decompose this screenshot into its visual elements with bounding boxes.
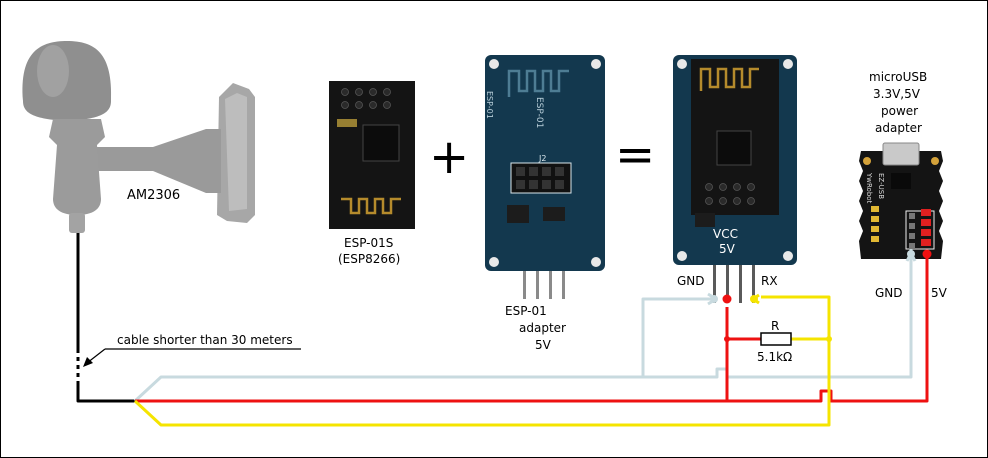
adapter-silk-j2: J2 bbox=[538, 154, 546, 163]
power-adapter: microUSB 3.3V,5V power adapter EZ-USB Yw… bbox=[859, 70, 948, 300]
adapter-pin bbox=[536, 263, 539, 299]
wire-gnd-main bbox=[133, 249, 913, 403]
psu-silk-board: EZ-USB bbox=[877, 173, 885, 199]
assembled-chip bbox=[716, 130, 752, 166]
sensor-label: AM2306 bbox=[127, 188, 180, 203]
psu-dot-gnd bbox=[907, 250, 915, 258]
junction-5v bbox=[724, 336, 730, 342]
esp01s-smd-parts bbox=[337, 119, 357, 127]
pin-dot-gnd bbox=[710, 295, 718, 303]
psu-pad bbox=[931, 157, 939, 165]
psu-label-3: power bbox=[881, 104, 918, 118]
pin-dot-vcc bbox=[722, 294, 732, 304]
assembled-pin-rx bbox=[752, 263, 755, 303]
equals-sign: = bbox=[615, 127, 655, 183]
wiring bbox=[76, 233, 929, 427]
psu-regulator bbox=[891, 173, 911, 189]
adapter-pin bbox=[549, 263, 552, 299]
psu-label-4: adapter bbox=[875, 121, 922, 135]
adapter-ic bbox=[543, 207, 565, 221]
psu-pin-header-left bbox=[871, 206, 879, 242]
mount-hole bbox=[591, 59, 601, 69]
plus-sign: + bbox=[429, 129, 469, 185]
psu-label-2: 3.3V,5V bbox=[873, 87, 921, 101]
esp01s-antenna-trace bbox=[341, 197, 401, 215]
mount-hole bbox=[783, 251, 793, 261]
module-label-2: (ESP8266) bbox=[338, 252, 400, 266]
mount-hole bbox=[489, 59, 499, 69]
pin-5v-label: 5V bbox=[719, 242, 736, 256]
sensor-probe-highlight bbox=[37, 45, 69, 97]
sensor-bracket-face bbox=[225, 93, 247, 211]
module-label-1: ESP-01S bbox=[344, 236, 393, 250]
assembled-top-pins bbox=[705, 183, 755, 205]
assembled-pin-io bbox=[739, 263, 742, 303]
resistor-symbol bbox=[760, 332, 792, 346]
wire-data-main bbox=[133, 295, 831, 427]
am2306-sensor: AM2306 bbox=[22, 41, 255, 233]
psu-dot-5v bbox=[922, 249, 932, 259]
pin-rx-label: RX bbox=[761, 274, 778, 288]
sensor-cable-gland bbox=[69, 213, 85, 233]
wire-5v-main bbox=[135, 257, 929, 403]
mount-hole bbox=[489, 257, 499, 267]
mount-hole bbox=[677, 59, 687, 69]
junction-data bbox=[826, 336, 832, 342]
esp01s-module: ESP-01S (ESP8266) bbox=[329, 81, 415, 266]
pin-vcc-label: VCC bbox=[713, 227, 738, 241]
psu-label-1: microUSB bbox=[869, 70, 927, 84]
assembled-pin-vcc bbox=[726, 263, 729, 303]
adapter-pin bbox=[523, 263, 526, 299]
wire-sensor-cable-bottom bbox=[76, 381, 135, 403]
sensor-bracket-arm bbox=[91, 129, 221, 193]
mount-hole bbox=[677, 251, 687, 261]
adapter-socket-holes bbox=[516, 167, 564, 189]
resistor-value-label: 5.1kΩ bbox=[757, 350, 792, 364]
adapter-regulator bbox=[507, 205, 529, 223]
cable-note-arrowhead bbox=[83, 357, 93, 367]
psu-pad bbox=[863, 157, 871, 165]
assembled-module: VCC 5V GND RX bbox=[673, 55, 797, 303]
assembled-antenna-trace bbox=[699, 67, 759, 91]
pin-gnd-label: GND bbox=[677, 274, 705, 288]
esp01-adapter: ESP-01 ESP-01 J2 ESP-01 adapter 5V bbox=[485, 55, 605, 352]
adapter-label-2: adapter bbox=[519, 321, 566, 335]
adapter-pin bbox=[562, 263, 565, 299]
adapter-label-1: ESP-01 bbox=[505, 304, 547, 318]
assembled-pin-gnd bbox=[713, 263, 716, 303]
assembled-regulator bbox=[695, 213, 715, 227]
adapter-label-3: 5V bbox=[535, 338, 552, 352]
resistor-name-label: R bbox=[771, 319, 779, 333]
adapter-silk-side: ESP-01 bbox=[485, 91, 494, 119]
adapter-silk-esp01: ESP-01 bbox=[534, 97, 544, 128]
psu-gnd-label: GND bbox=[875, 286, 903, 300]
psu-silk-brand: YwRobot bbox=[865, 172, 873, 204]
mount-hole bbox=[783, 59, 793, 69]
sensor-probe-body bbox=[49, 119, 105, 215]
adapter-antenna-silk bbox=[507, 69, 569, 97]
psu-pin-header-right bbox=[909, 209, 931, 249]
psu-header-outline bbox=[905, 210, 935, 250]
cable-note-label: cable shorter than 30 meters bbox=[117, 333, 293, 347]
micro-usb-port bbox=[882, 142, 920, 166]
pin-dot-rx bbox=[750, 295, 758, 303]
psu-5v-label: 5V bbox=[931, 286, 948, 300]
esp8266-chip bbox=[362, 124, 400, 162]
wire-gnd-to-module bbox=[641, 297, 714, 377]
esp01s-header-pins bbox=[341, 88, 391, 109]
mount-hole bbox=[591, 257, 601, 267]
